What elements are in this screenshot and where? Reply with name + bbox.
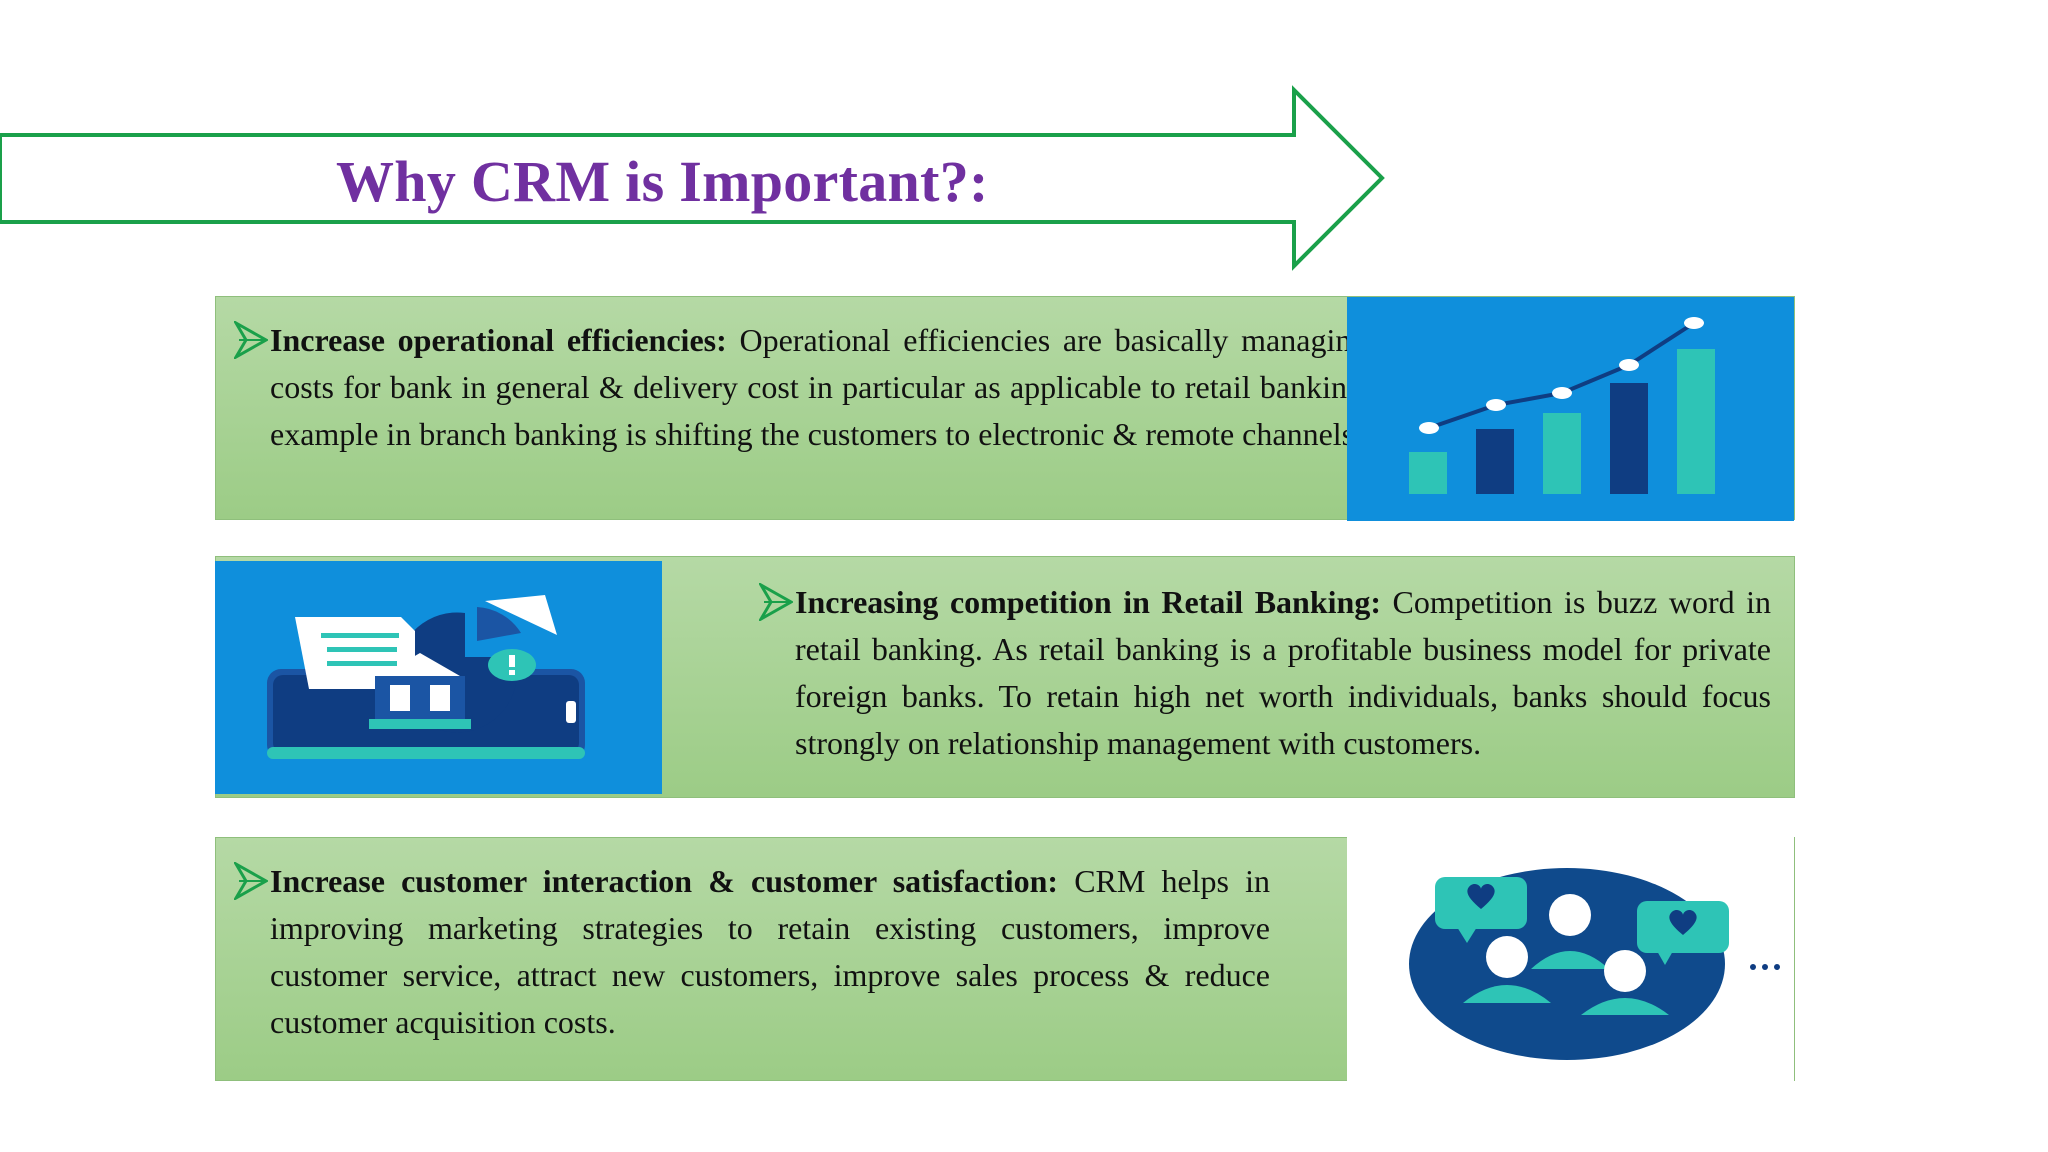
title-arrow-shape	[0, 85, 1385, 271]
growth-bar-chart-icon	[1347, 297, 1794, 521]
customer-community-icon	[1347, 837, 1794, 1081]
point-heading: Increasing competition in Retail Banking…	[795, 584, 1381, 620]
arrow-bullet-icon	[759, 583, 793, 621]
arrow-bullet-icon	[234, 321, 268, 359]
point-text: Increase operational efficiencies: Opera…	[234, 317, 1524, 458]
arrow-bullet-icon	[234, 862, 268, 900]
point-heading: Increase operational efficiencies:	[270, 322, 727, 358]
point-heading: Increase customer interaction & customer…	[270, 863, 1059, 899]
point-body: Competition is buzz word in retail banki…	[795, 584, 1772, 761]
slide-title: Why CRM is Important?:	[336, 149, 989, 214]
point-body: CRM helps in improving marketing strateg…	[270, 863, 1271, 1040]
point-text: Increase customer interaction & customer…	[234, 858, 1271, 1046]
point-text: Increasing competition in Retail Banking…	[759, 579, 1772, 767]
mobile-banking-icon	[215, 561, 662, 794]
